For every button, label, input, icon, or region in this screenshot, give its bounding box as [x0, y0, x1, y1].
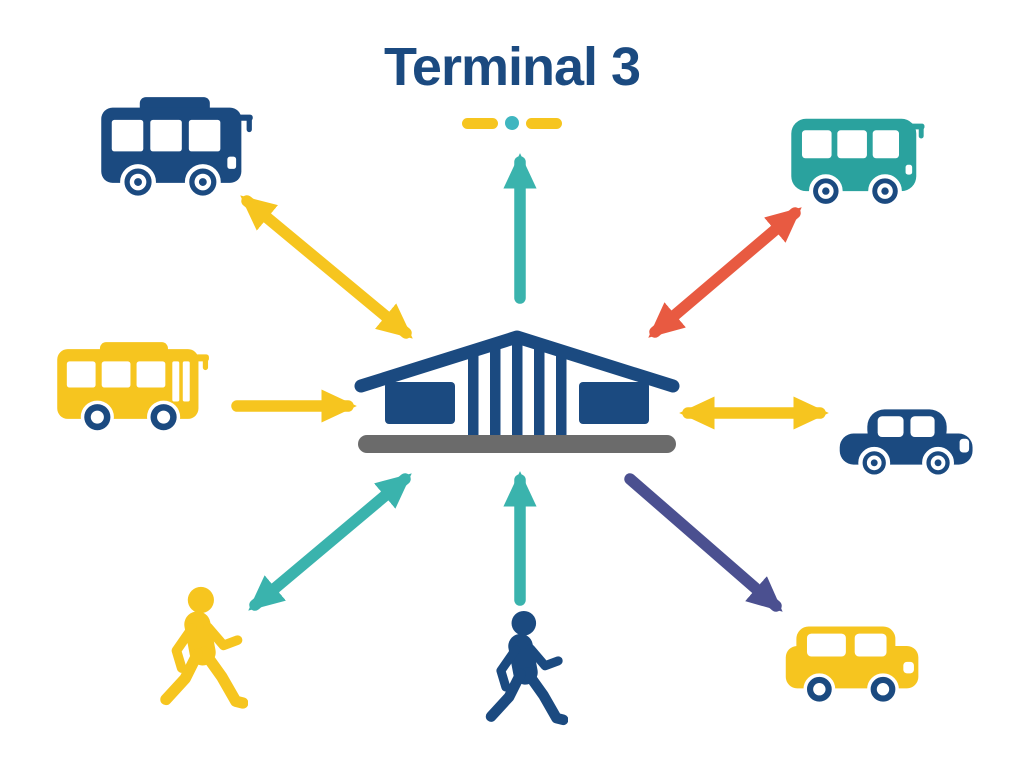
minibus-icon	[791, 118, 925, 208]
car-icon	[839, 409, 973, 479]
minibus-windows	[801, 130, 899, 159]
building-base-platform	[358, 435, 676, 453]
node-car	[838, 399, 976, 481]
school-bus-icon	[57, 342, 209, 434]
node-pedestrian-navy	[478, 610, 569, 733]
minibus-light	[905, 164, 913, 175]
pedestrian-icon	[160, 586, 249, 709]
building-right-wing	[579, 382, 649, 424]
van-headlight	[903, 661, 914, 674]
node-minibus	[788, 112, 936, 211]
pedestrian-icon	[485, 610, 569, 726]
car-wheels	[858, 446, 955, 479]
node-school-bus	[52, 342, 222, 434]
terminal-building	[352, 328, 682, 454]
car-headlight	[959, 438, 970, 453]
van-icon	[785, 626, 919, 706]
building-left-wing	[385, 382, 455, 424]
node-pedestrian-yellow	[152, 586, 249, 717]
bus-light	[227, 156, 237, 169]
building-roof	[354, 330, 680, 393]
building-pillars	[468, 342, 567, 437]
van-wheels	[803, 673, 899, 706]
minibus-wheels	[808, 174, 902, 208]
arrow-citybus-terminal-icon	[240, 195, 413, 339]
divider-bar-left	[462, 117, 498, 129]
arrow-terminal-pedestrian-icon	[248, 473, 412, 611]
school-bus-wheels	[80, 400, 181, 434]
car-windows	[877, 416, 935, 437]
bus-wheels	[120, 164, 221, 200]
school-bus-windows	[66, 361, 190, 402]
title-divider	[0, 116, 1024, 130]
arrow-minibus-terminal-icon	[648, 207, 802, 338]
bus-windows	[111, 119, 221, 152]
page-title: Terminal 3	[383, 37, 641, 97]
node-van	[784, 621, 921, 708]
arrow-terminal-van-icon	[624, 473, 783, 612]
van-windows	[806, 633, 887, 657]
terminal-building-icon	[354, 330, 680, 453]
divider-bar-right	[526, 117, 562, 129]
divider-dot	[505, 116, 519, 130]
node-city-bus	[96, 97, 258, 204]
city-bus-icon	[101, 97, 253, 200]
